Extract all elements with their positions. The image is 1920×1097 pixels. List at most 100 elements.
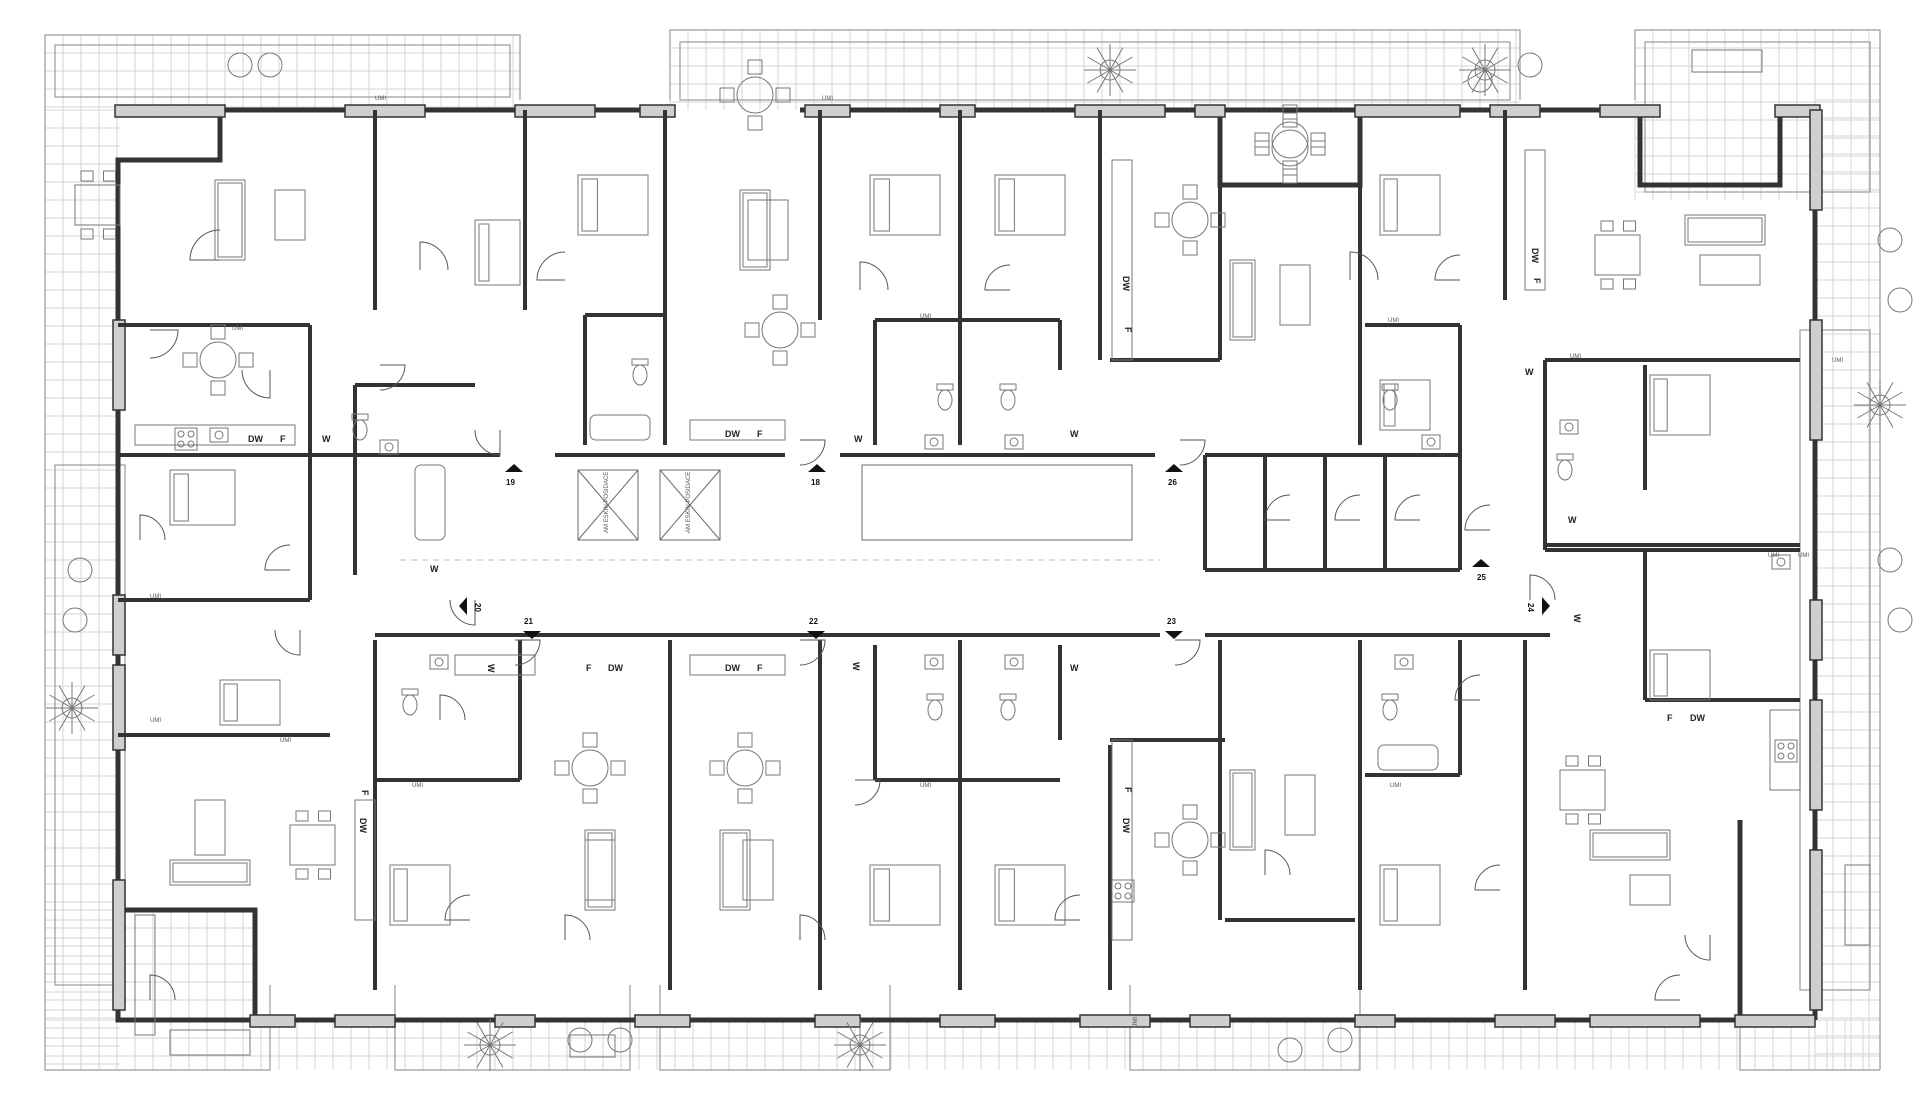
insulation-block xyxy=(1494,1014,1556,1028)
chair xyxy=(1154,212,1170,228)
dining-table xyxy=(1271,121,1309,159)
label-dw: DW xyxy=(725,429,740,439)
burner xyxy=(177,430,185,438)
terrace-planter xyxy=(1887,607,1913,633)
door-swing xyxy=(1264,849,1291,876)
label-dw: DW xyxy=(1121,818,1131,833)
entry-number-22: 22 xyxy=(809,617,818,626)
entry-number-18: 18 xyxy=(811,478,820,487)
chair xyxy=(554,760,570,776)
tree-branch xyxy=(846,1044,861,1068)
tree-branch xyxy=(1096,69,1111,93)
terrace-planter xyxy=(1277,1037,1303,1063)
sofa xyxy=(1684,214,1766,246)
bed xyxy=(869,174,941,236)
insulation-block xyxy=(114,104,226,118)
chair xyxy=(772,350,788,366)
door-swing xyxy=(419,241,449,271)
chair xyxy=(1588,755,1601,767)
coffee-table xyxy=(1279,264,1311,326)
sink xyxy=(1004,654,1024,670)
tree-branch xyxy=(1879,404,1894,428)
elevator-1 xyxy=(577,469,639,541)
kitchen-counter xyxy=(689,654,786,676)
tree-branch xyxy=(859,1044,883,1059)
sink-basin xyxy=(384,442,394,452)
stove xyxy=(174,427,198,451)
label-umi: UMI xyxy=(920,314,931,320)
toilet xyxy=(1382,699,1398,721)
sofa xyxy=(1229,259,1256,341)
sofa-cushion xyxy=(1592,832,1668,858)
tree-branch xyxy=(1087,56,1111,71)
chair xyxy=(765,760,781,776)
chair xyxy=(238,352,254,368)
chair xyxy=(1588,813,1601,825)
label-f: F xyxy=(1667,713,1673,723)
bathtub xyxy=(414,464,446,541)
sink xyxy=(209,427,229,443)
tree-branch xyxy=(1866,404,1881,428)
insulation-block xyxy=(249,1014,296,1028)
tree-branch xyxy=(1879,382,1894,406)
dining-table xyxy=(199,341,237,379)
dining-table xyxy=(74,184,121,226)
burner xyxy=(187,430,195,438)
tree-branch xyxy=(467,1044,491,1059)
pillow xyxy=(173,473,189,522)
label-f: F xyxy=(360,790,370,796)
label-f: F xyxy=(757,429,763,439)
lounger xyxy=(1844,864,1871,946)
tree-branch xyxy=(1109,47,1124,71)
burner xyxy=(1124,892,1132,900)
label-f: F xyxy=(586,663,592,673)
furniture xyxy=(46,44,1913,1071)
entry-number-24: 24 xyxy=(1526,603,1535,612)
kitchen-counter xyxy=(1769,709,1801,791)
insulation-block xyxy=(112,664,126,751)
bed xyxy=(1649,649,1711,701)
door-swing xyxy=(149,974,176,1001)
tree-branch xyxy=(1857,391,1881,406)
toilet-tank xyxy=(1556,453,1574,461)
tree-branch xyxy=(1866,382,1881,406)
chair xyxy=(210,324,226,340)
tree-branch xyxy=(489,1022,504,1046)
dining-table xyxy=(1271,129,1309,167)
label-umi: UMI xyxy=(232,326,243,332)
toilet-tank xyxy=(936,383,954,391)
insulation-block xyxy=(1079,1014,1151,1028)
coffee-table xyxy=(274,189,306,241)
insulation-block xyxy=(1599,104,1661,118)
chair xyxy=(772,294,788,310)
door-swings xyxy=(139,229,1711,1001)
pillow xyxy=(393,868,408,922)
chair xyxy=(80,228,94,240)
sofa xyxy=(719,829,751,911)
insulation-block xyxy=(1189,1014,1231,1028)
insulation-block xyxy=(494,1014,536,1028)
pillow xyxy=(1383,178,1398,232)
door-swing xyxy=(1474,864,1501,891)
toilet xyxy=(927,699,943,721)
building-outline xyxy=(115,107,1818,1023)
burner xyxy=(1124,882,1132,890)
tree-branch xyxy=(1109,69,1124,93)
insulation-block xyxy=(1809,849,1823,1011)
insulation-block xyxy=(1489,104,1541,118)
insulation-block xyxy=(804,104,851,118)
toilet-tank xyxy=(999,693,1017,701)
chair xyxy=(1565,813,1579,825)
door-swing xyxy=(1394,494,1421,521)
terrace-planter xyxy=(1517,52,1543,78)
terrace-planter xyxy=(1877,547,1903,573)
sink xyxy=(924,434,944,450)
tree-branch xyxy=(1879,404,1903,419)
terrace-planter xyxy=(1887,287,1913,313)
chair xyxy=(610,760,626,776)
sink xyxy=(379,439,399,455)
entry-number-21: 21 xyxy=(524,617,533,626)
chair xyxy=(1182,184,1198,200)
chair xyxy=(1254,140,1270,156)
door-swing xyxy=(139,514,166,541)
